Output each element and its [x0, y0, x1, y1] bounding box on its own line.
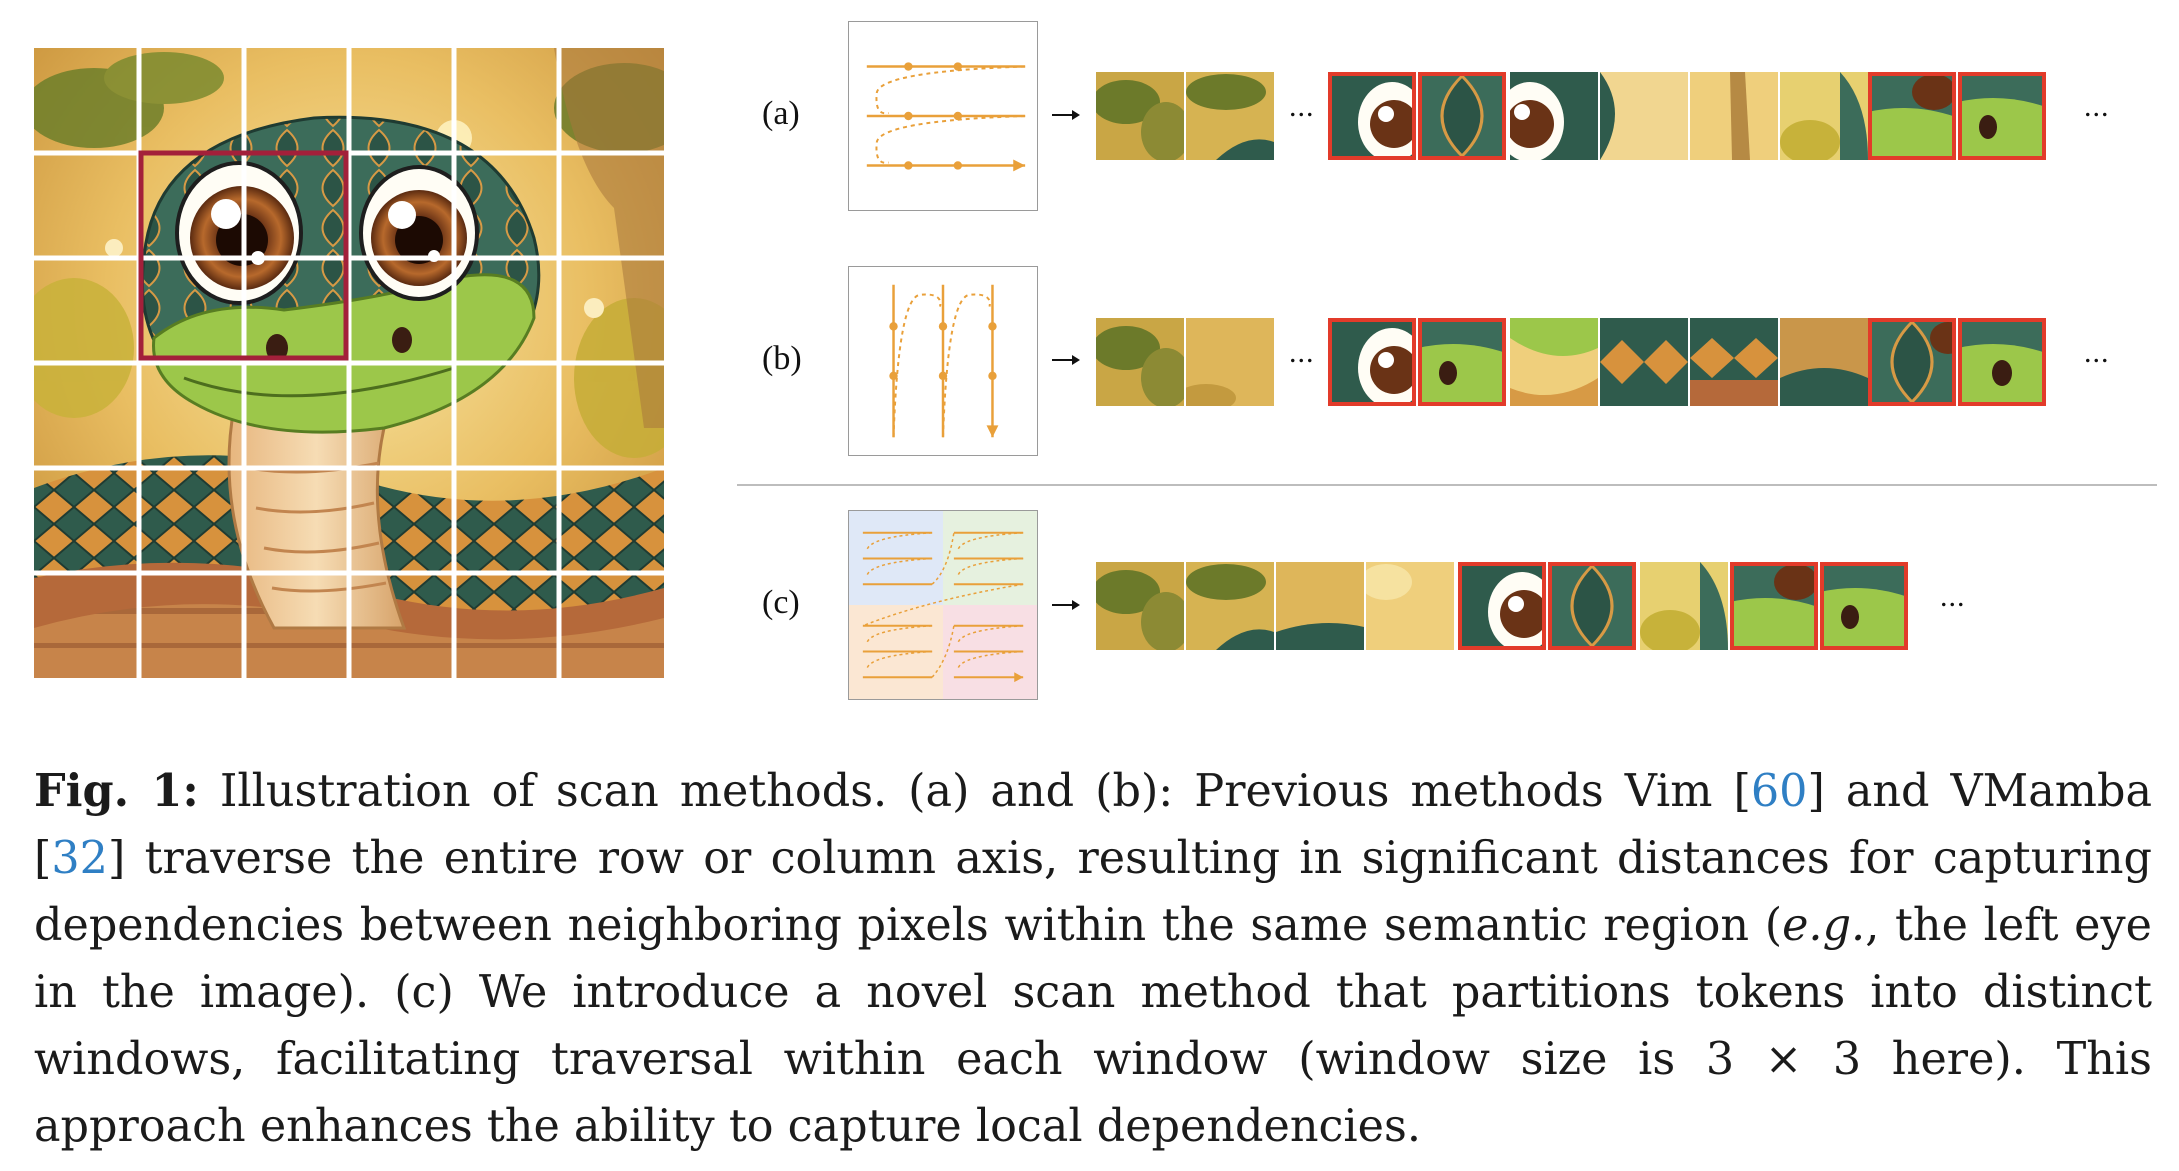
caption-text: and VMamba	[1824, 766, 2152, 817]
token-tile	[1096, 562, 1184, 650]
row-label-a: (a)	[762, 95, 800, 132]
token-tile-highlighted	[1868, 318, 1956, 406]
caption-eg: e.g.	[1782, 900, 1866, 951]
window-scan-diagram	[848, 510, 1038, 700]
citation-link-60[interactable]: 60	[1750, 766, 1808, 817]
column-scan-diagram	[848, 266, 1038, 456]
token-tile-highlighted	[1730, 562, 1818, 650]
caption-text: , the left eye in the image). (c) We int…	[34, 900, 2152, 1152]
token-tile-highlighted	[1548, 562, 1636, 650]
arrow-right-icon	[1052, 355, 1080, 365]
token-tile	[1276, 562, 1364, 650]
token-tile	[1780, 72, 1868, 160]
token-tile	[1510, 318, 1598, 406]
token-tile-highlighted	[1328, 72, 1416, 160]
token-tile	[1640, 562, 1728, 650]
token-tile	[1096, 72, 1184, 160]
ellipsis-end-c: ...	[1940, 580, 1966, 613]
citation-bracket: [	[34, 833, 52, 884]
left-eye-window	[138, 150, 349, 361]
token-tile-highlighted	[1958, 318, 2046, 406]
token-tile	[1186, 318, 1274, 406]
figure-caption: Fig. 1: Illustration of scan methods. (a…	[34, 758, 2152, 1160]
arrow-right-icon	[1052, 600, 1080, 610]
row-label-c: (c)	[762, 584, 800, 621]
token-tile	[1186, 562, 1274, 650]
token-tile	[1690, 318, 1778, 406]
token-tile	[1510, 72, 1598, 160]
token-tile	[1780, 318, 1868, 406]
snake-illustration	[34, 48, 664, 678]
token-tile	[1186, 72, 1274, 160]
caption-text: Illustration of scan methods. (a) and (b…	[198, 766, 1734, 817]
caption-text: traverse the entire row or column axis, …	[34, 833, 2152, 951]
token-tile-highlighted	[1958, 72, 2046, 160]
citation-link-32[interactable]: 32	[51, 833, 108, 884]
token-tile-highlighted	[1328, 318, 1416, 406]
citation-bracket: ]	[1807, 766, 1825, 817]
token-tile	[1600, 72, 1688, 160]
token-tile-highlighted	[1820, 562, 1908, 650]
token-tile-highlighted	[1458, 562, 1546, 650]
token-tile	[1690, 72, 1778, 160]
ellipsis-end-a: ...	[2084, 90, 2110, 123]
arrow-right-icon	[1052, 110, 1080, 120]
ellipsis-mid-b: ...	[1289, 336, 1315, 369]
token-tile	[1096, 318, 1184, 406]
row-divider	[737, 484, 2157, 486]
token-tile	[1600, 318, 1688, 406]
citation-bracket: ]	[108, 833, 126, 884]
token-tile-highlighted	[1868, 72, 1956, 160]
token-tile	[1366, 562, 1454, 650]
ellipsis-mid-a: ...	[1289, 90, 1315, 123]
citation-bracket: [	[1733, 766, 1751, 817]
token-tile-highlighted	[1418, 72, 1506, 160]
token-tile-highlighted	[1418, 318, 1506, 406]
row-scan-diagram	[848, 21, 1038, 211]
figure-label: Fig. 1:	[34, 765, 199, 817]
row-label-b: (b)	[762, 340, 802, 377]
ellipsis-end-b: ...	[2084, 336, 2110, 369]
